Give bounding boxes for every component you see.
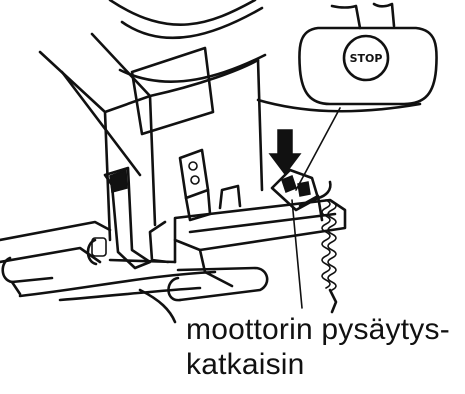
stop-switch bbox=[272, 170, 322, 220]
caption-line-1: moottorin pysäytys- bbox=[186, 312, 450, 347]
switch-box bbox=[180, 150, 210, 220]
caption-line-2: katkaisin bbox=[186, 347, 450, 382]
stop-switch-caption: moottorin pysäytys- katkaisin bbox=[186, 312, 450, 382]
side-lever bbox=[105, 168, 150, 268]
stop-button-label: STOP bbox=[350, 52, 383, 65]
motor-bracket bbox=[0, 222, 215, 300]
down-arrow-icon bbox=[270, 130, 300, 174]
caption-leader-line bbox=[292, 200, 302, 308]
engine-cowling bbox=[40, 0, 265, 240]
